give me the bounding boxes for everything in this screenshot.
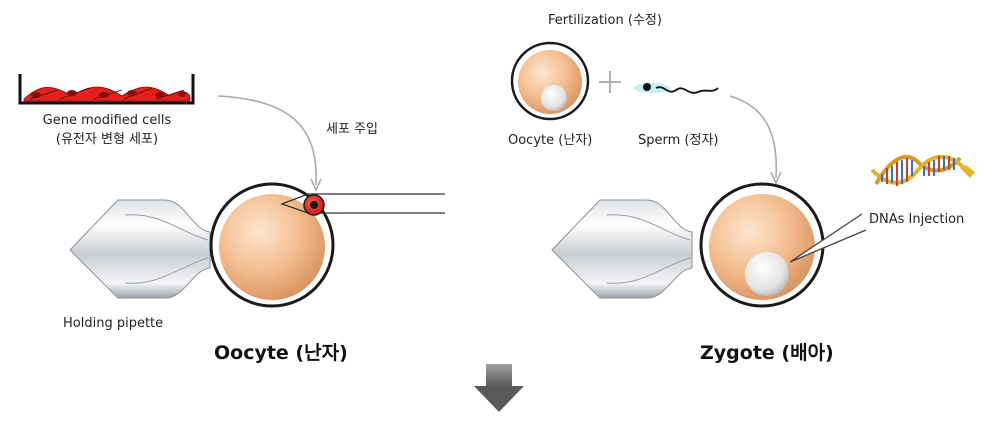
transfer-arrow bbox=[217, 95, 317, 186]
sperm-icon bbox=[634, 83, 719, 94]
gene-modified-cells bbox=[23, 86, 191, 102]
injection-label: 세포 주입 bbox=[326, 122, 378, 137]
oocyte-small-label: Oocyte (난자) bbox=[508, 133, 593, 148]
injected-cell bbox=[303, 194, 325, 216]
oocyte-title: Oocyte (난자) bbox=[214, 342, 348, 364]
holding-pipette-right bbox=[551, 199, 693, 299]
culture-dish bbox=[18, 74, 195, 105]
cells-label-line2: (유전자 변형 세포) bbox=[55, 132, 159, 147]
cells-label-line1: Gene modified cells bbox=[42, 113, 172, 128]
dna-helix-icon bbox=[870, 154, 975, 186]
fertilization-arrow bbox=[729, 95, 778, 179]
holding-pipette-label: Holding pipette bbox=[63, 316, 164, 331]
oocyte-small bbox=[510, 41, 590, 121]
zygote bbox=[699, 182, 825, 308]
injection-needle bbox=[280, 193, 445, 214]
dna-injection-needle bbox=[789, 213, 867, 263]
holding-pipette-left bbox=[69, 199, 211, 299]
fertilization-label: Fertilization (수정) bbox=[548, 13, 662, 28]
zygote-title: Zygote (배아) bbox=[700, 342, 834, 364]
down-arrow-icon bbox=[474, 364, 524, 412]
oocyte-left bbox=[209, 182, 335, 308]
dna-injection-label: DNAs Injection bbox=[869, 212, 965, 227]
plus-icon bbox=[599, 71, 621, 93]
sperm-label: Sperm (정자) bbox=[638, 133, 719, 148]
